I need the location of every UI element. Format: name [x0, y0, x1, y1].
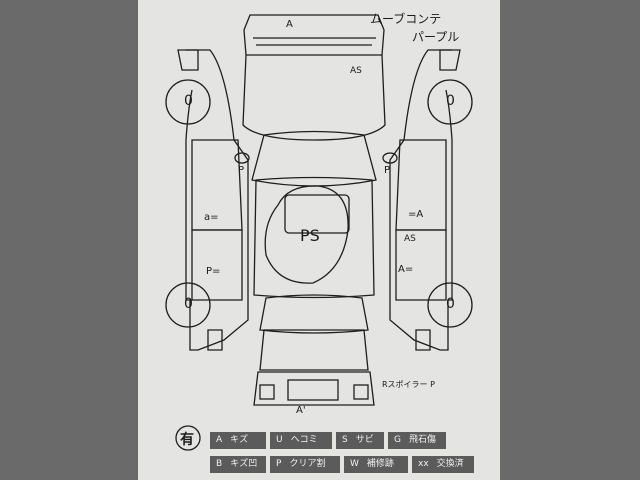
tire-right-front-label: 0 [446, 93, 455, 109]
right-rear-tire [427, 282, 473, 328]
tire-left-rear-label: 0 [184, 296, 193, 312]
right-light-circle [382, 152, 398, 164]
roof-circle-annotation [264, 185, 349, 284]
rear-bumper [253, 371, 375, 406]
right-rear-door [395, 229, 447, 301]
badge-text: 有 [180, 432, 194, 448]
mark-front-panel: A [286, 19, 293, 30]
left-mirror [177, 49, 199, 71]
front-bumper-outline [243, 14, 385, 56]
mark-right-front-door-lower: AS [404, 234, 416, 244]
right-side-outline [389, 49, 453, 351]
mark-rear-bumper: A' [296, 405, 306, 416]
model-name: ムーブコンテ [370, 12, 442, 26]
left-rear-light [207, 329, 223, 351]
left-light-circle [234, 152, 250, 164]
mark-left-front-light: P [238, 165, 245, 176]
license-plate-area [287, 379, 339, 401]
left-front-tire [165, 79, 211, 125]
left-tail-light [259, 384, 275, 400]
badge-circle [175, 425, 201, 451]
mark-right-front-door: =A [408, 209, 424, 220]
right-front-tire [427, 79, 473, 125]
right-mirror [439, 49, 461, 71]
color-name: パープル [412, 30, 460, 44]
sunroof [284, 194, 350, 234]
mark-left-front-door: a= [204, 212, 219, 223]
car-damage-diagram [165, 14, 473, 451]
mark-left-rear-door: P= [206, 266, 221, 277]
right-tail-light [353, 384, 369, 400]
rear-hatch [259, 329, 369, 371]
left-rear-tire [165, 282, 211, 328]
mark-rear-spoiler: Rスポイラー P [382, 380, 435, 389]
mark-roof: PS [300, 226, 320, 245]
hood-outline [242, 54, 386, 141]
right-rear-light [415, 329, 431, 351]
grille-lines [253, 37, 376, 46]
windshield [251, 130, 377, 187]
inspection-sheet: ムーブコンテ パープル A AS P P a= P= =A AS A= PS R… [138, 0, 500, 480]
mark-front-right-fender: AS [350, 66, 362, 76]
mark-right-front-light: P [384, 165, 391, 176]
tire-left-front-label: 0 [184, 93, 193, 109]
left-side-outline [185, 49, 249, 351]
left-rear-door [191, 229, 243, 301]
mark-right-rear-door: A= [398, 264, 414, 275]
rear-window [259, 294, 369, 334]
tire-right-rear-label: 0 [446, 296, 455, 312]
